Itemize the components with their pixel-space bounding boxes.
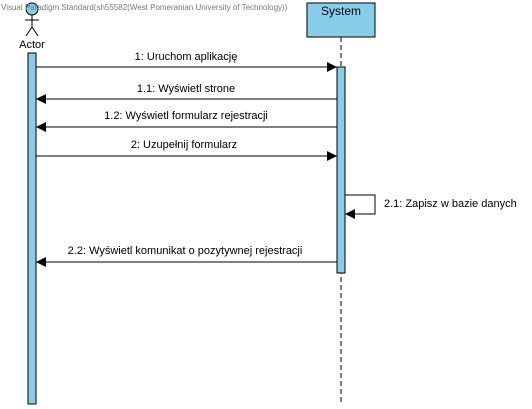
- system-label: System: [321, 4, 361, 18]
- stick-figure-icon[interactable]: [25, 2, 39, 37]
- actor-label: Actor: [19, 39, 45, 51]
- message-2-2[interactable]: 2.2: Wyświetl komunikat o pozytywnej rej…: [36, 245, 337, 267]
- message-2-label: 2: Uzupełnij formularz: [131, 139, 237, 151]
- system-lifeline-box[interactable]: System: [306, 2, 376, 38]
- actor-activation-bar: [27, 52, 37, 405]
- message-2-1-self[interactable]: 2.1: Zapisz w bazie danych: [345, 194, 517, 219]
- system-activation-bar: [336, 66, 346, 274]
- message-2[interactable]: 2: Uzupełnij formularz: [36, 139, 337, 161]
- message-1-2-label: 1.2: Wyświetl formularz rejestracji: [104, 110, 268, 122]
- message-1-1-label: 1.1: Wyświetl strone: [137, 83, 235, 95]
- message-1[interactable]: 1: Uruchom aplikację: [36, 51, 337, 72]
- message-2-1-label: 2.1: Zapisz w bazie danych: [384, 198, 517, 210]
- message-1-label: 1: Uruchom aplikację: [135, 51, 238, 63]
- message-1-1[interactable]: 1.1: Wyświetl strone: [36, 83, 337, 104]
- watermark-text: Visual Paradigm Standard(sh55582(West Po…: [1, 3, 288, 12]
- message-2-2-label: 2.2: Wyświetl komunikat o pozytywnej rej…: [68, 245, 303, 257]
- message-1-2[interactable]: 1.2: Wyświetl formularz rejestracji: [36, 110, 337, 132]
